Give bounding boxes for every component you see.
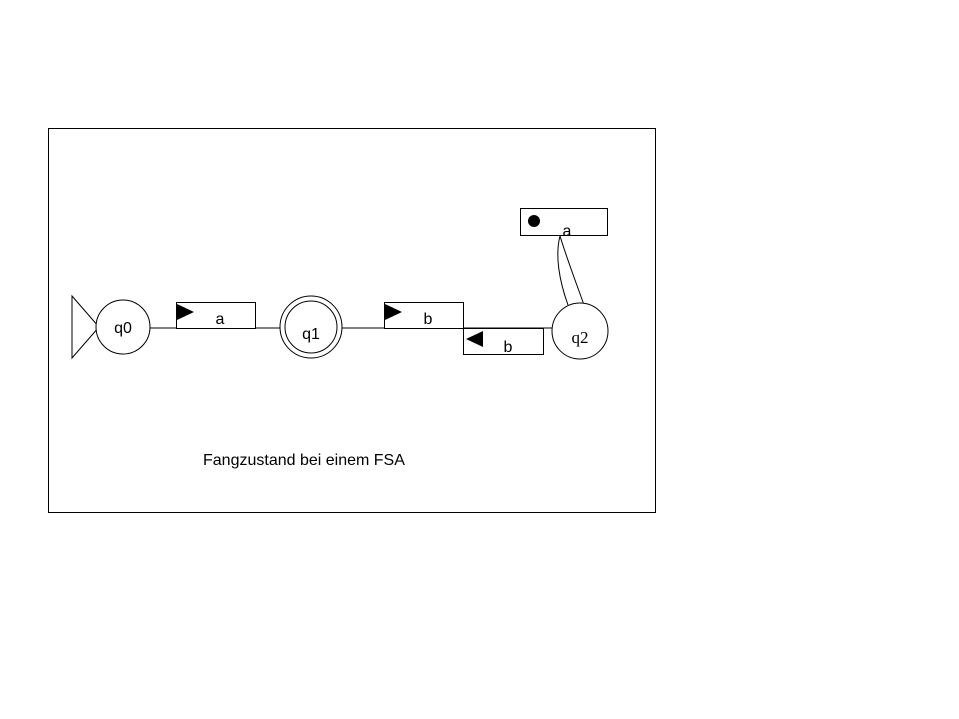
transition-label-q1-q2: b bbox=[384, 302, 464, 329]
state-q2-circle bbox=[551, 302, 609, 360]
state-q2: q2 bbox=[551, 302, 609, 360]
state-q2-label: q2 bbox=[572, 328, 589, 347]
state-q0-circle bbox=[95, 299, 151, 355]
edge-q2-self-loop bbox=[557, 234, 585, 306]
transition-symbol-q2-q1: b bbox=[504, 339, 513, 356]
transition-label-q0-q1: a bbox=[176, 302, 256, 329]
transition-label-q2-q2: a bbox=[520, 208, 608, 240]
arrow-right-icon bbox=[385, 304, 402, 320]
state-q1: q1 bbox=[279, 295, 343, 359]
state-q0: q0 bbox=[95, 299, 151, 355]
state-q1-outer-circle bbox=[279, 295, 343, 359]
diagram-caption: Fangzustand bei einem FSA bbox=[203, 452, 405, 469]
diagram-frame bbox=[48, 128, 656, 513]
transition-box-q1-q2 bbox=[384, 302, 464, 329]
transition-box-q0-q1 bbox=[176, 302, 256, 329]
arrow-left-icon bbox=[466, 331, 483, 347]
state-q0-label: q0 bbox=[114, 320, 132, 337]
transition-label-q2-q1: b bbox=[463, 328, 544, 356]
loop-dot-icon bbox=[528, 215, 540, 227]
transition-symbol-q2-q2: a bbox=[563, 223, 572, 240]
transition-symbol-q0-q1: a bbox=[216, 311, 225, 328]
state-q1-inner-circle bbox=[284, 300, 338, 354]
initial-state-marker bbox=[71, 294, 100, 360]
state-q1-label: q1 bbox=[302, 326, 320, 343]
transition-symbol-q1-q2: b bbox=[424, 311, 433, 328]
arrow-right-icon bbox=[177, 304, 194, 320]
